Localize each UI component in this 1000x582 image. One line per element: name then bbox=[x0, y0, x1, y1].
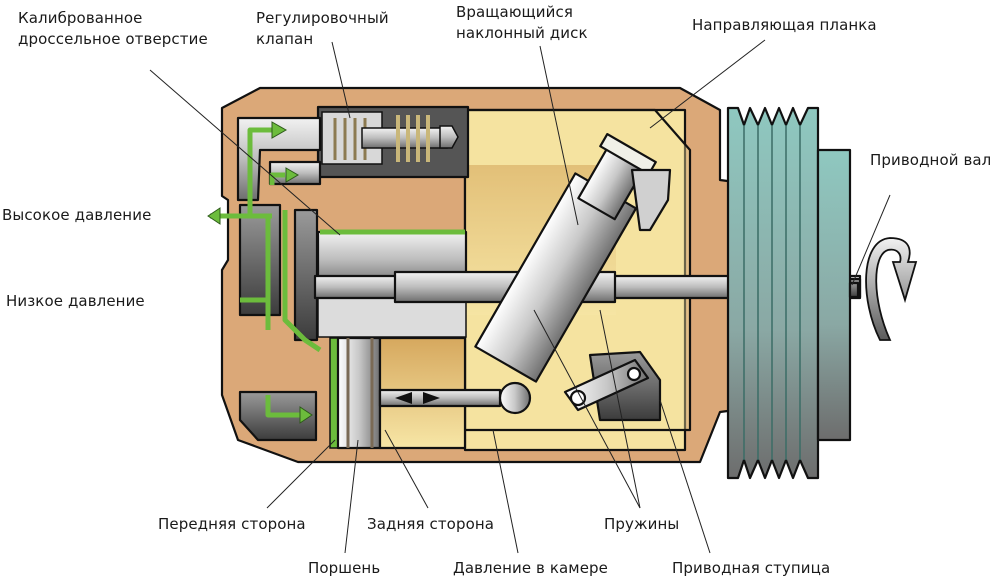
piston-front-face bbox=[329, 337, 339, 449]
pulley-grooves bbox=[743, 125, 801, 460]
leader-lines bbox=[149, 39, 891, 554]
piston bbox=[336, 336, 382, 450]
label-chamber-pressure: Давление в камере bbox=[453, 559, 608, 577]
label-low-pressure: Низкое давление bbox=[6, 292, 145, 310]
label-calibrated-orifice: Калиброванное дроссельное отверстие bbox=[18, 9, 208, 48]
swash-plate-cap bbox=[599, 132, 657, 176]
front-head bbox=[238, 203, 282, 317]
port-block bbox=[293, 208, 319, 342]
upper-passage bbox=[236, 116, 322, 202]
label-front-side: Передняя сторона bbox=[158, 515, 306, 533]
label-guide-bar: Направляющая планка bbox=[692, 16, 877, 34]
valve-spring-right bbox=[396, 115, 430, 162]
label-high-pressure: Высокое давление bbox=[2, 206, 152, 224]
rotation-arrow-icon bbox=[865, 237, 918, 341]
label-control-valve: Регулировочный клапан bbox=[256, 9, 389, 48]
double-arrow bbox=[395, 392, 440, 404]
label-drive-hub: Приводная ступица bbox=[672, 559, 831, 577]
flow-arrowheads bbox=[207, 121, 313, 424]
label-rear-side: Задняя сторона bbox=[367, 515, 495, 533]
flow-paths bbox=[210, 127, 465, 418]
ball-joint bbox=[498, 381, 532, 415]
label-springs: Пружины bbox=[604, 515, 680, 533]
shaft-end bbox=[848, 281, 860, 299]
guide-bracket bbox=[630, 168, 672, 232]
pulley bbox=[726, 106, 820, 480]
label-swash-plate: Вращающийся наклонный диск bbox=[456, 3, 588, 42]
valve-stem bbox=[361, 127, 448, 149]
label-drive-shaft: Приводной вал bbox=[870, 151, 992, 169]
valve-tip bbox=[439, 125, 459, 149]
label-piston: Поршень bbox=[308, 559, 381, 577]
pulley-hub-plate bbox=[816, 148, 852, 442]
